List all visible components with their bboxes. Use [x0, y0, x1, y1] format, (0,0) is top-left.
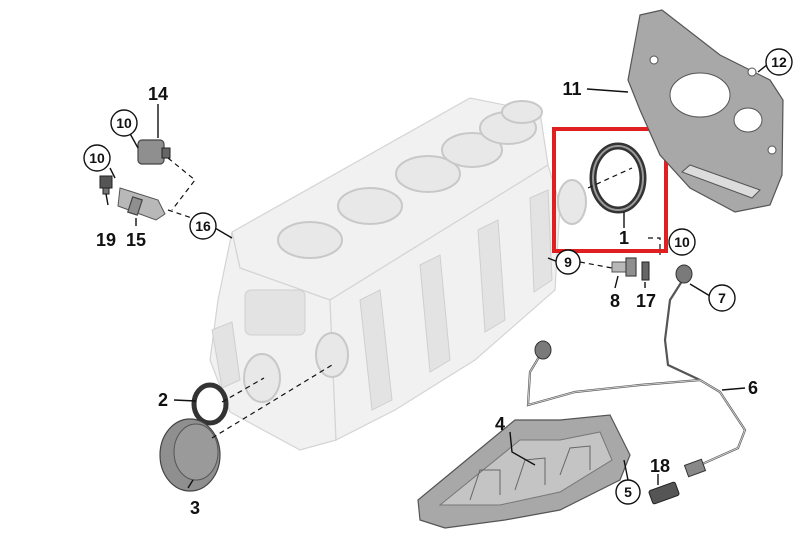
sensor-part	[611, 257, 637, 277]
cover-plate-part	[627, 9, 784, 213]
callout-label-6: 6	[748, 378, 758, 398]
crankshaft-seal-part	[589, 142, 647, 214]
callout-label-1: 1	[619, 228, 629, 248]
callout-circle-16	[189, 212, 217, 240]
callout-label-9: 9	[564, 254, 572, 270]
heat-shield-part	[417, 414, 631, 529]
callout-label-10-mid: 10	[89, 150, 105, 166]
callout-circle-7	[708, 284, 736, 312]
callout-label-15: 15	[126, 230, 146, 250]
callout-label-3: 3	[190, 498, 200, 518]
callout-circle-10-right	[668, 228, 696, 256]
callout-label-11: 11	[562, 79, 581, 99]
callout-label-4: 4	[495, 414, 505, 434]
bolt-part	[641, 261, 650, 281]
callout-circle-5	[615, 479, 641, 505]
callout-circle-12	[765, 48, 793, 76]
callout-label-7: 7	[718, 290, 726, 306]
callout-circle-9	[555, 249, 581, 275]
callout-label-12: 12	[771, 54, 787, 70]
sensor-14-part	[137, 139, 171, 165]
callout-label-18: 18	[650, 456, 670, 476]
highlight-box	[552, 127, 668, 253]
sensor-15-part	[117, 187, 166, 221]
callout-label-2: 2	[158, 390, 168, 410]
callout-label-19: 19	[96, 230, 116, 250]
callout-label-16: 16	[195, 218, 211, 234]
engine-block	[209, 97, 587, 451]
connector-part	[648, 481, 680, 505]
callout-label-17: 17	[636, 291, 656, 311]
screw-19-part	[99, 175, 113, 195]
callout-label-5: 5	[624, 484, 632, 500]
callout-circle-10-mid	[83, 144, 111, 172]
callout-label-8: 8	[610, 291, 620, 311]
seal-ring-part	[191, 382, 229, 426]
callout-label-14: 14	[148, 84, 168, 104]
callout-label-10-right: 10	[674, 234, 690, 250]
callout-label-10-top: 10	[116, 115, 132, 131]
callout-circle-10-top	[110, 109, 138, 137]
sealing-plug-part	[159, 418, 221, 492]
wiring-harness-part	[526, 264, 747, 478]
